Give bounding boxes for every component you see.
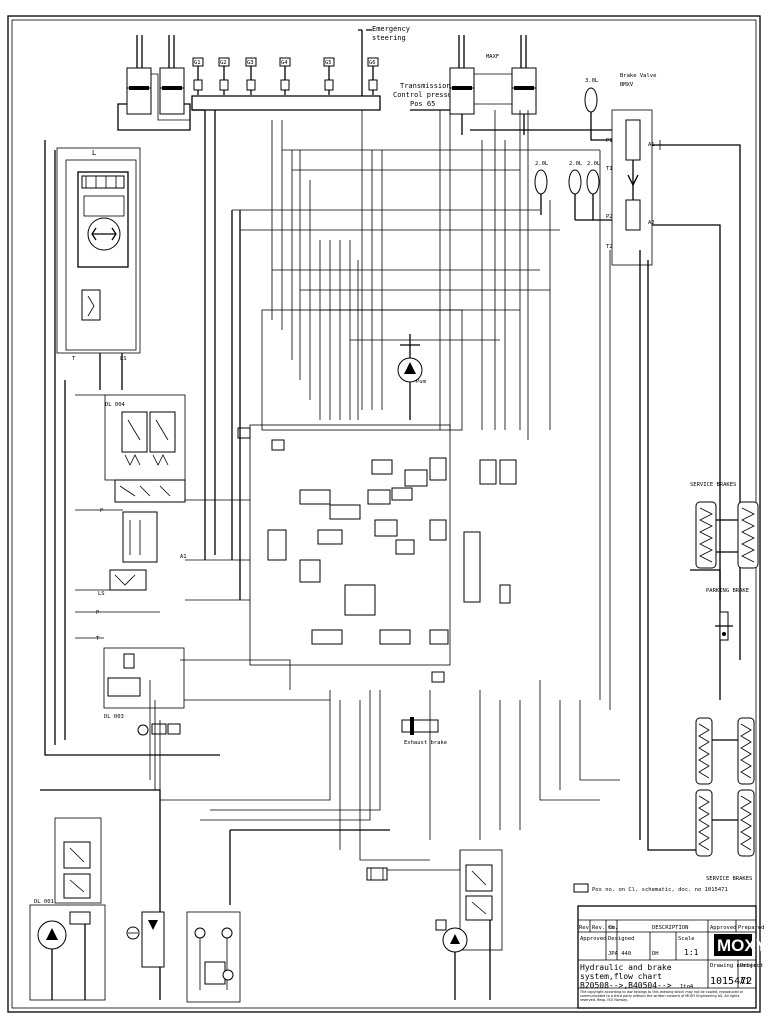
tb-col-description: DESCRIPTION: [652, 925, 688, 931]
port-a2-brake: A2: [648, 220, 655, 226]
tb-designed-label: Designed: [608, 936, 635, 942]
dl004-label: DL 004: [105, 402, 126, 408]
tb-col-approved: Approved: [710, 925, 737, 931]
port-ls-left-2: LS: [98, 591, 105, 597]
pipe-bundle: [192, 109, 612, 600]
tb-copyright: The copyright according to law belongs t…: [580, 990, 744, 1002]
drawing-frame: [7, 15, 761, 1013]
company-logo-text: MOXY: [717, 936, 768, 955]
port-a1-left: A1: [180, 554, 187, 560]
service-brakes-top: SERVICE BRAKES: [690, 482, 759, 600]
port-p1: P1: [606, 138, 613, 144]
port-p-left-2: P: [96, 610, 100, 616]
emergency-label-2: steering: [372, 34, 406, 42]
svg-text:G3: G3: [247, 60, 254, 66]
tb-scale-value: 1:1: [684, 948, 699, 957]
lower-connections: [40, 150, 700, 1000]
tb-col-ch: Ch.: [608, 925, 618, 931]
tb-drawing-no-label: Drawing number: [710, 963, 757, 969]
steering-unit: L T LS: [56, 147, 141, 390]
acc-label-3: 2.0L: [569, 161, 583, 167]
steering-cylinder-left: [117, 35, 191, 131]
dl003-label: DL 003: [104, 714, 124, 720]
acc-label-1: 3.0L: [585, 78, 599, 84]
transmission-label-1: Transmission: [400, 82, 451, 90]
tb-project-label: Project: [740, 963, 763, 969]
left-valve-bank: DL 004 P LS P T A1 DL 003: [96, 394, 187, 736]
service-brakes-bottom-label: SERVICE BRAKES: [706, 876, 752, 882]
pump-unit-right: [435, 849, 503, 1000]
transmission-label-3: Pos 65: [410, 100, 435, 108]
brake-valve-label-2: BMXV: [620, 82, 634, 88]
brake-valve-label-1: Brake Valve: [620, 73, 656, 79]
svg-text:G6: G6: [369, 60, 376, 66]
maxf-label: MAXF: [486, 54, 499, 60]
tb-approved-label: Approved: [580, 936, 607, 942]
port-p2: P2: [606, 214, 613, 220]
pump-unit-mid: [126, 911, 241, 1003]
acc-label-4: 2.0L: [587, 161, 601, 167]
tb-col-rev: Rev: [579, 925, 590, 931]
exhaust-brake-label: Exhaust brake: [404, 740, 447, 746]
transmission-label-2: Control pressure: [393, 91, 460, 99]
emergency-label-1: Emergency: [372, 25, 410, 33]
svg-text:G2: G2: [220, 60, 227, 66]
svg-text:G1: G1: [194, 60, 201, 66]
svg-text:G5: G5: [325, 60, 332, 66]
title-block: Rev Rev. no. Ch. DESCRIPTION Approved Pr…: [577, 905, 768, 1009]
tb-size: A1: [740, 977, 750, 986]
dl001-label: DL 001: [34, 899, 54, 905]
company-logo: [714, 934, 752, 956]
position-note: Pos no. on Cl. schematic, doc. no 101547…: [573, 883, 728, 893]
port-ls-left: LS: [120, 356, 127, 362]
tb-title-line3: B20508-->,B40504-->: [580, 981, 672, 990]
service-brakes-top-label: SERVICE BRAKES: [690, 482, 736, 488]
acc-label-2: 2.0L: [535, 161, 549, 167]
port-l-top: L: [92, 149, 96, 157]
service-brakes-bottom: SERVICE BRAKES: [695, 717, 755, 882]
tb-col-revno: Rev. no.: [592, 925, 619, 931]
port-t-left: T: [72, 356, 76, 362]
tb-scale-label: Scale: [678, 936, 695, 942]
port-t1: T1: [606, 166, 613, 172]
pump-unit-left: DL 001: [29, 817, 106, 1001]
tb-drawing-number: 1015472: [710, 976, 752, 987]
port-a1-brake: A1: [648, 142, 655, 148]
tb-col-prepared: Prepared: [738, 925, 765, 931]
tb-title-line1: Hydraulic and brake: [580, 963, 672, 972]
pos-note-text: Pos no. on Cl. schematic, doc. no 101547…: [592, 887, 728, 893]
pump-label: Pum: [416, 379, 427, 385]
steering-cylinder-right: MAXF: [449, 35, 537, 135]
brake-valve-group: Brake Valve BMXV P1 T1 P2 T2 A1 A2 3.0L …: [534, 73, 741, 700]
parking-brake-label: PARKING BRAKE: [706, 588, 749, 594]
tb-sheet-ref: 1to4: [680, 984, 694, 990]
port-t-left-2: T: [96, 636, 100, 642]
sensor-row: G1 G2 G3 G4 G5 G6: [191, 57, 381, 111]
port-p-left: P: [100, 508, 104, 514]
inline-valve: [366, 867, 388, 881]
tb-approved-value: JPA 440: [608, 951, 631, 957]
tb-designed-value: DH: [652, 951, 659, 957]
tb-title-line2: system,flow chart: [580, 972, 662, 981]
main-valve-block: Exhaust brake Pum: [237, 309, 517, 746]
parking-brake: PARKING BRAKE: [706, 588, 749, 641]
emergency-steering: Emergency steering Transmission Control …: [358, 25, 460, 108]
port-t2: T2: [606, 244, 613, 250]
svg-text:G4: G4: [281, 60, 288, 66]
left-connections: [44, 140, 330, 756]
